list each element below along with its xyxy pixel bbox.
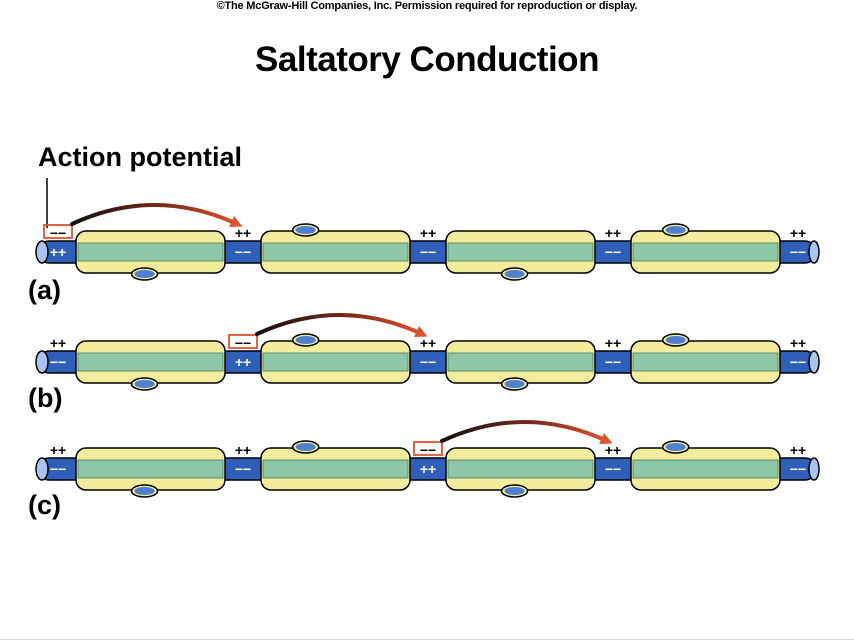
nucleus xyxy=(295,226,316,234)
charge-outside: ++ xyxy=(50,442,66,458)
axon-core xyxy=(447,242,594,262)
axon-core xyxy=(262,352,409,372)
charge-inside: −− xyxy=(50,461,66,477)
action-potential-box xyxy=(413,441,443,456)
nucleus xyxy=(134,487,155,495)
nucleus xyxy=(504,380,525,388)
charge-outside: ++ xyxy=(605,442,621,458)
axon-rows: −−++++−−++−−++−−++−−++−−−−++++−−++−−++−−… xyxy=(35,203,820,498)
divider xyxy=(0,639,854,640)
charge-outside: ++ xyxy=(790,225,806,241)
nucleus xyxy=(295,336,316,344)
charge-outside: ++ xyxy=(235,442,251,458)
axon-core xyxy=(447,459,594,479)
copyright-notice: ©The McGraw-Hill Companies, Inc. Permiss… xyxy=(216,0,638,12)
charge-outside: ++ xyxy=(790,442,806,458)
axon-end-right xyxy=(808,457,820,481)
charge-inside: −− xyxy=(420,354,436,370)
charge-outside: −− xyxy=(420,442,436,458)
axon-core xyxy=(632,352,779,372)
page-title: Saltatory Conduction xyxy=(255,40,599,79)
charge-inside: −− xyxy=(50,354,66,370)
axon-end-right xyxy=(808,350,820,374)
axon-core xyxy=(262,242,409,262)
charge-inside: −− xyxy=(235,461,251,477)
charge-inside: −− xyxy=(605,244,621,260)
charge-inside: −− xyxy=(235,244,251,260)
action-potential-label: Action potential xyxy=(38,142,242,172)
nucleus xyxy=(504,270,525,278)
axon-core xyxy=(447,352,594,372)
charge-outside: −− xyxy=(235,335,251,351)
charge-inside: −− xyxy=(420,244,436,260)
axon-core xyxy=(632,459,779,479)
axon-core xyxy=(262,459,409,479)
action-potential-box xyxy=(228,334,258,349)
charge-outside: ++ xyxy=(605,335,621,351)
conduction-arrow xyxy=(440,420,613,444)
row-label-a: (a) xyxy=(28,275,61,305)
axon-end-left xyxy=(35,457,49,481)
axon-row-3: ++ −− ++ −− −− ++ ++ −− ++ −− xyxy=(35,420,820,498)
axon-end-left xyxy=(35,350,49,374)
charge-outside: ++ xyxy=(420,335,436,351)
charge-outside: ++ xyxy=(605,225,621,241)
nucleus xyxy=(665,226,686,234)
axon-end-left xyxy=(35,240,49,264)
conduction-arrow xyxy=(255,313,428,337)
charge-inside: −− xyxy=(790,354,806,370)
charge-inside: −− xyxy=(605,461,621,477)
axon-row-1: −− ++ ++ −− ++ −− ++ −− ++ −− xyxy=(35,203,820,281)
row-label-c: (c) xyxy=(28,490,61,520)
nucleus xyxy=(134,380,155,388)
charge-outside: ++ xyxy=(790,335,806,351)
nucleus xyxy=(665,336,686,344)
charge-outside: ++ xyxy=(50,335,66,351)
charge-outside: ++ xyxy=(235,225,251,241)
action-potential-box xyxy=(43,224,73,239)
charge-inside: −− xyxy=(605,354,621,370)
row-label-b: (b) xyxy=(28,383,63,413)
nucleus xyxy=(665,443,686,451)
axon-core xyxy=(632,242,779,262)
axon-row-2: ++ −− −− ++ ++ −− ++ −− ++ −− xyxy=(35,313,820,391)
charge-inside: ++ xyxy=(50,244,66,260)
nucleus xyxy=(504,487,525,495)
nucleus xyxy=(134,270,155,278)
axon-core xyxy=(77,459,224,479)
charge-inside: ++ xyxy=(235,354,251,370)
nucleus xyxy=(295,443,316,451)
charge-outside: ++ xyxy=(420,225,436,241)
charge-inside: −− xyxy=(790,461,806,477)
charge-inside: −− xyxy=(790,244,806,260)
axon-core xyxy=(77,352,224,372)
charge-inside: ++ xyxy=(420,461,436,477)
axon-end-right xyxy=(808,240,820,264)
axon-core xyxy=(77,242,224,262)
charge-outside: −− xyxy=(50,225,66,241)
conduction-arrow xyxy=(70,203,243,227)
